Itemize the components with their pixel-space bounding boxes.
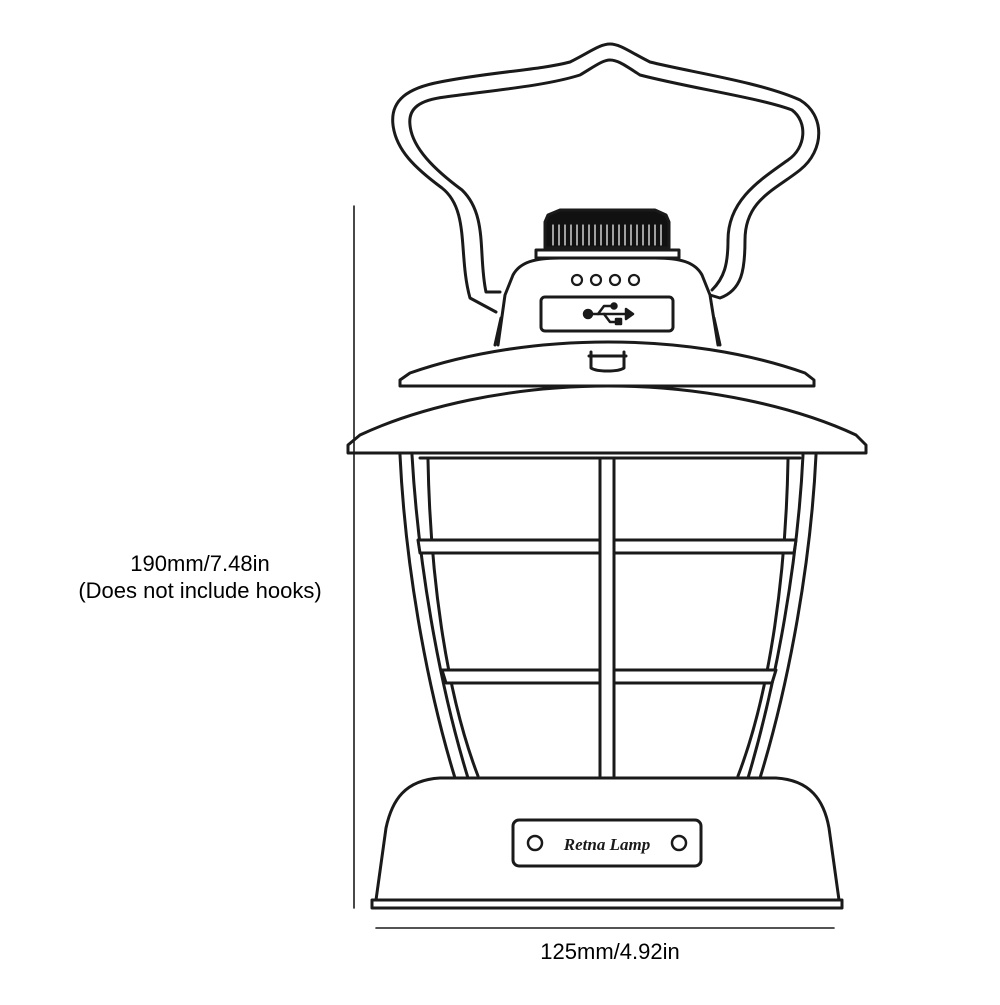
lantern-roof <box>346 384 868 455</box>
height-dimension-label: 190mm/7.48in (Does not include hooks) <box>40 550 360 604</box>
indicator-dot <box>627 273 641 287</box>
name-plate-text: Retna Lamp <box>563 835 650 854</box>
hook-loop <box>589 350 626 373</box>
usb-port <box>539 295 675 333</box>
upper-cap <box>398 340 816 388</box>
indicator-dot <box>570 273 584 287</box>
height-value: 190mm/7.48in <box>130 551 270 576</box>
name-plate <box>511 818 703 868</box>
width-dimension-label: 125mm/4.92in <box>380 938 840 965</box>
top-housing <box>493 256 722 347</box>
indicator-dot <box>589 273 603 287</box>
indicator-dot <box>608 273 622 287</box>
dimmer-knob <box>534 208 681 260</box>
battery-indicator <box>570 273 641 287</box>
height-note: (Does not include hooks) <box>78 578 322 603</box>
lantern-cage <box>398 453 818 780</box>
usb-icon <box>582 302 635 326</box>
width-value: 125mm/4.92in <box>540 939 680 964</box>
lantern-handle <box>391 42 821 314</box>
